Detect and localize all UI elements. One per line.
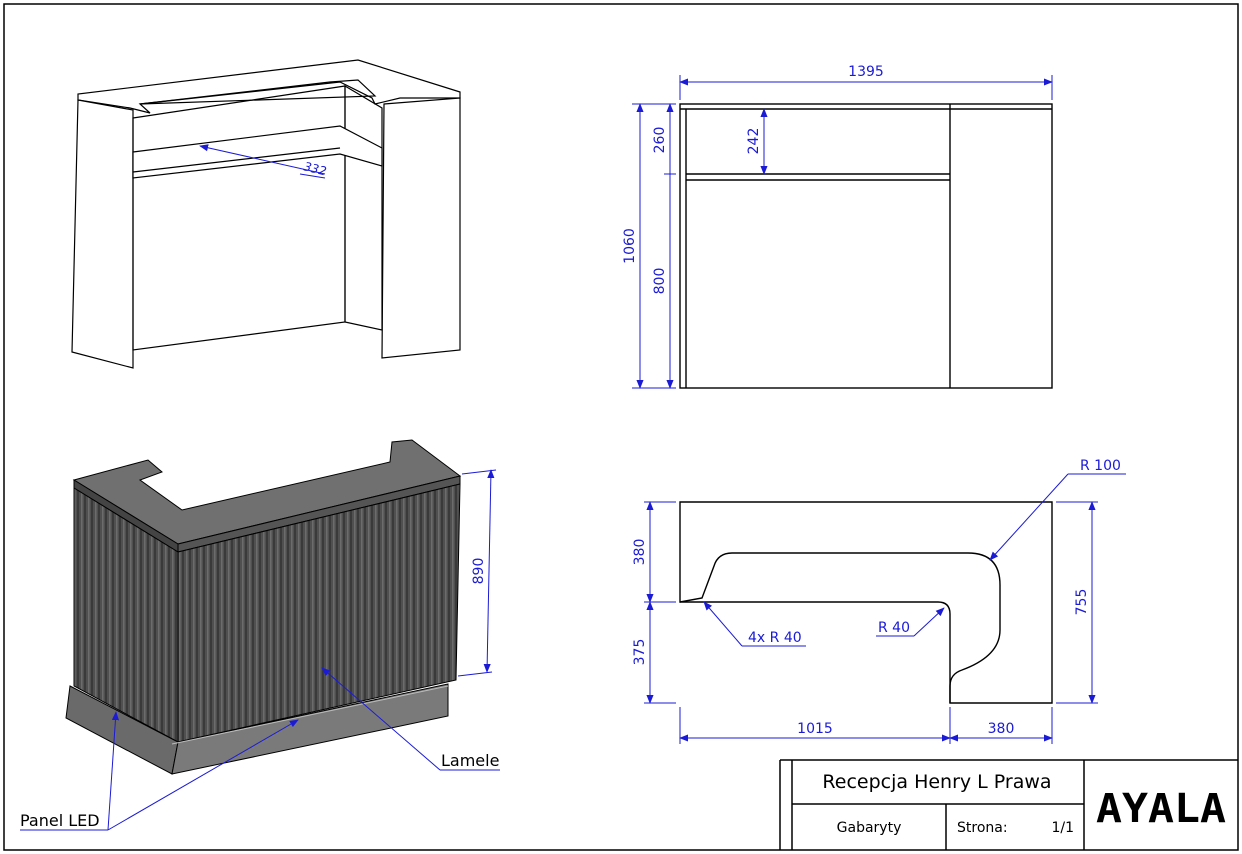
- front-height-total-value: 1060: [622, 228, 638, 264]
- iso-slats-front: [177, 483, 461, 743]
- page-value: 1/1: [1051, 820, 1074, 836]
- radius-large-label: R 100: [1080, 458, 1121, 474]
- front-height-bottom-value: 800: [652, 268, 668, 295]
- brand-logo: AYALA: [1096, 786, 1226, 832]
- top-outline: [679, 501, 1053, 704]
- drawing-subtitle: Gabaryty: [837, 820, 902, 836]
- radius-four-label: 4x R 40: [748, 630, 802, 646]
- top-width-main-value: 1015: [797, 721, 833, 737]
- iso-plinth-front: [171, 683, 449, 775]
- top-view-dimensions: [644, 473, 1126, 744]
- right-panel: [381, 97, 461, 359]
- dimension-shelf-depth: 332: [199, 144, 328, 179]
- top-inner-edge: [680, 601, 951, 703]
- shelf-depth-value: 332: [302, 159, 328, 178]
- left-panel: [71, 99, 134, 369]
- front-view: [679, 103, 1053, 389]
- iso-height-value: 890: [471, 558, 487, 585]
- top-view: [679, 501, 1053, 704]
- front-shelf-gap-value: 242: [746, 128, 762, 155]
- iso-front-dimensions: [20, 469, 500, 831]
- top-width-return-value: 380: [988, 721, 1015, 737]
- label-slats: Lamele: [441, 751, 499, 770]
- iso-view-back: [71, 59, 461, 369]
- page-label: Strona:: [957, 820, 1008, 836]
- sheet-border: [3, 3, 1239, 851]
- radius-corner-label: R 40: [878, 620, 910, 636]
- front-outline: [679, 103, 1053, 389]
- title-block: [779, 759, 1238, 850]
- front-height-top-value: 260: [652, 127, 668, 154]
- top-depth-back-value: 380: [632, 539, 648, 566]
- top-depth-total-value: 755: [1074, 589, 1090, 616]
- label-led-panel: Panel LED: [20, 811, 100, 830]
- front-width-value: 1395: [848, 64, 884, 80]
- drawing-title: Recepcja Henry L Prawa: [822, 771, 1051, 793]
- iso-view-front: [65, 439, 462, 775]
- top-depth-front-value: 375: [632, 639, 648, 666]
- front-view-dimensions: [632, 75, 1053, 389]
